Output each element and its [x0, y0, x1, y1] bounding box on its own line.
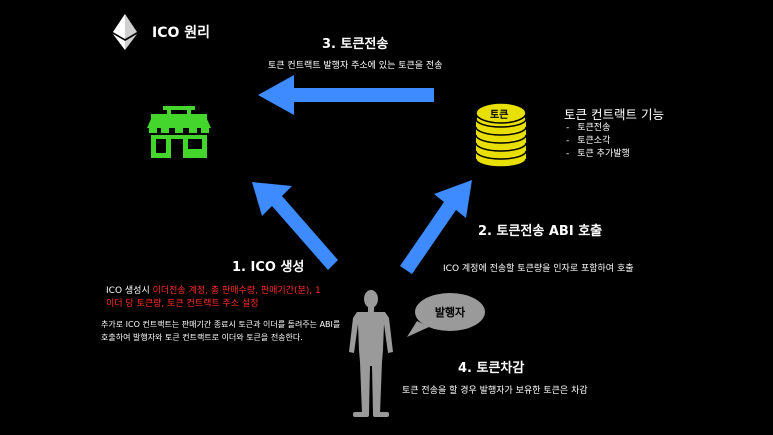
issuer-speech-bubble: 발행자 [407, 293, 485, 337]
step4-title: 4. 토큰차감 [458, 361, 525, 376]
features-list: -토큰전송 -토큰소각 -토큰 추가발행 [566, 122, 630, 161]
step2-desc: ICO 계정에 전송할 토큰량을 인자로 포함하여 호출 [443, 264, 634, 274]
ethereum-logo-icon [113, 14, 137, 50]
coin-label: 토큰 [490, 110, 509, 121]
list-item: -토큰소각 [566, 136, 611, 146]
step1-title: 1. ICO 생성 [232, 260, 305, 275]
step3-desc: 토큰 컨트랙트 발행자 주소에 있는 토큰을 전송 [268, 61, 443, 71]
step2-title: 2. 토큰전송 ABI 호출 [478, 224, 603, 239]
step1-desc: ICO 생성시 이더전송 계정, 총 판매수량, 판매기간(분), 1 이더 당… [106, 286, 321, 309]
abi-call-arrow [400, 180, 472, 274]
features-title: 토큰 컨트랙트 기능 [564, 107, 664, 122]
list-item: -토큰전송 [566, 123, 611, 133]
list-item: -토큰 추가발행 [566, 149, 630, 159]
store-icon [147, 106, 211, 158]
issuer-label: 발행자 [415, 293, 485, 331]
token-coin-stack-icon [475, 102, 527, 168]
page-title: ICO 원리 [152, 25, 211, 41]
transfer-arrow-left [258, 75, 434, 115]
issuer-person-icon [349, 290, 393, 417]
step1-note: 추가로 ICO 컨트랙트는 판매기간 종료시 토큰과 이더를 돌려주는 ABI를… [101, 320, 341, 342]
step3-title: 3. 토큰전송 [322, 37, 389, 52]
step4-desc: 토큰 전송을 할 경우 발행자가 보유한 토큰은 차감 [402, 386, 588, 396]
ico-create-arrow [252, 182, 338, 270]
